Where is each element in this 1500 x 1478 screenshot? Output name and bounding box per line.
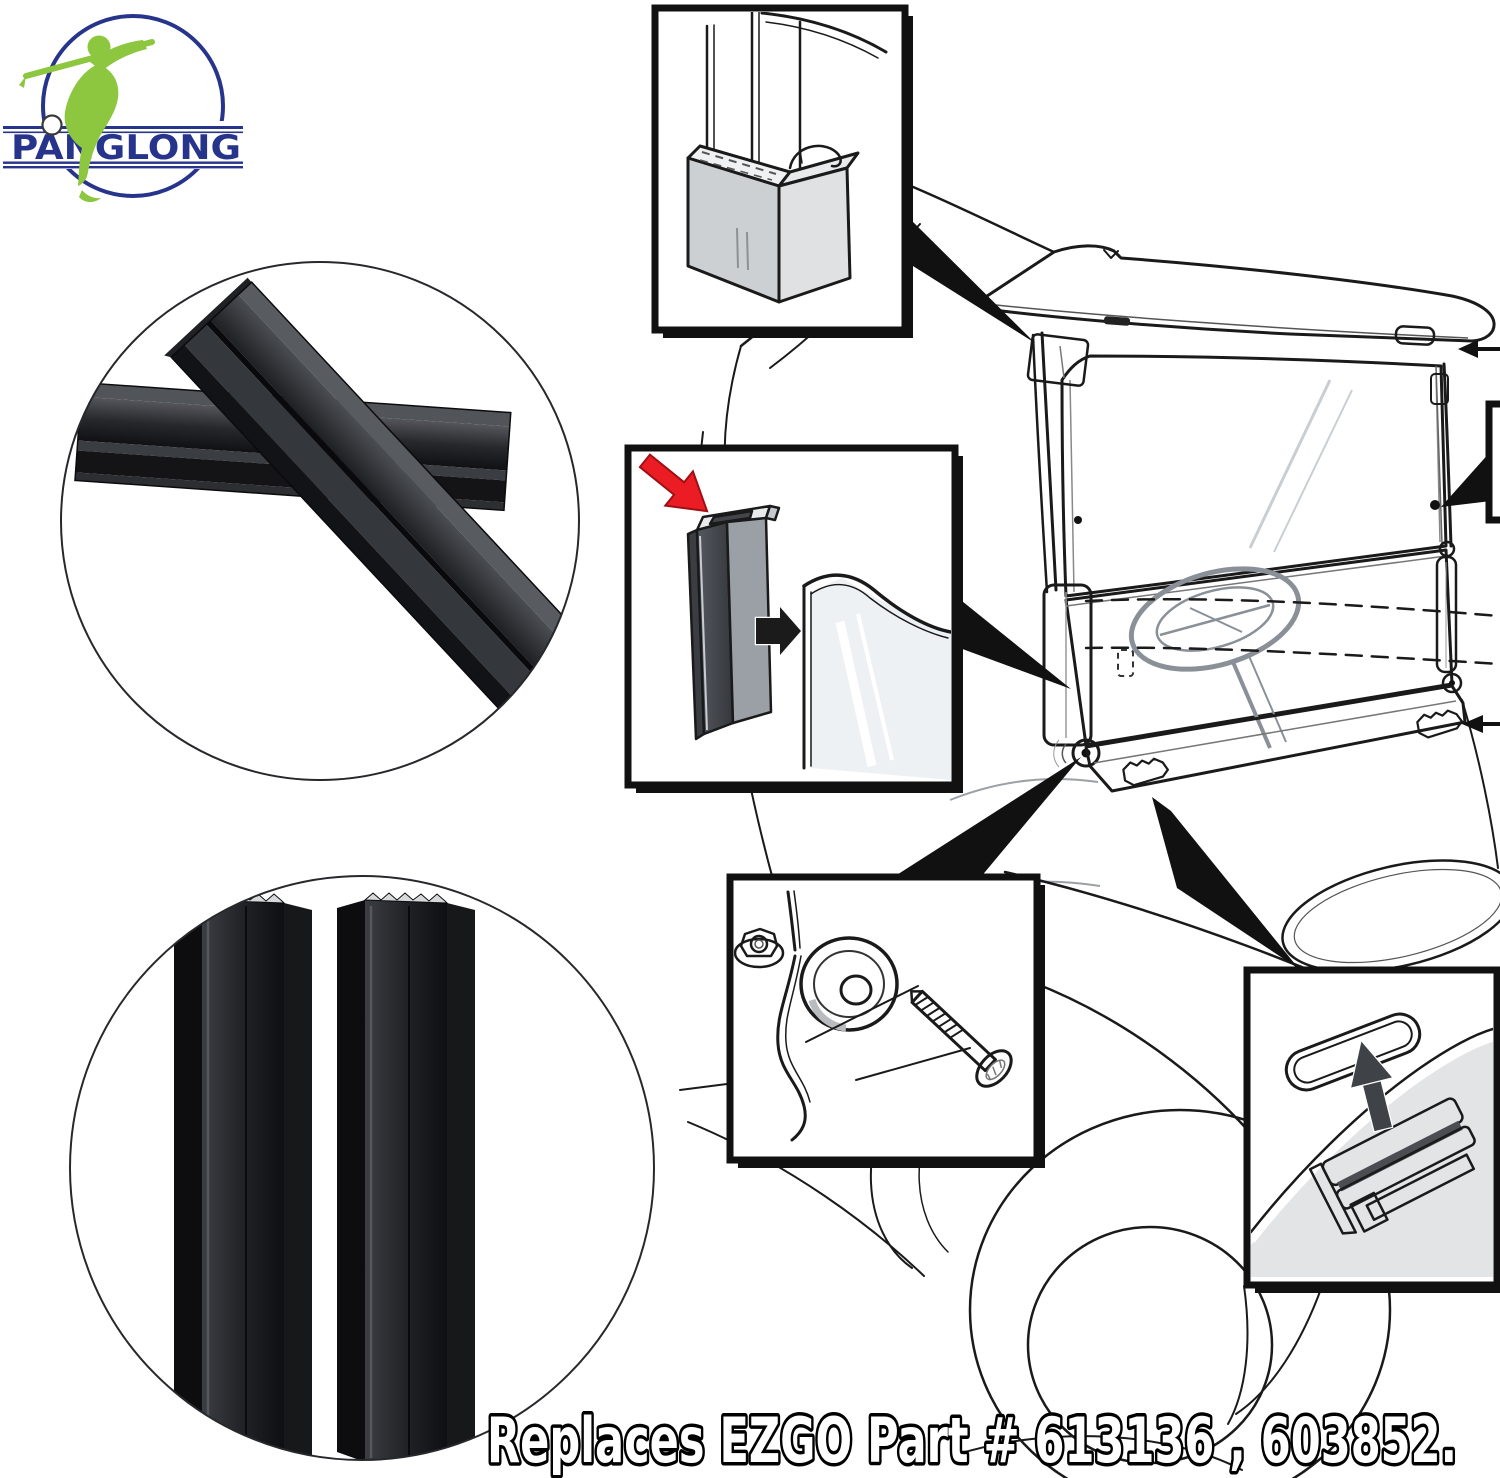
hinge-channel-right	[1435, 555, 1458, 674]
logo-golfer-swing-icon	[19, 35, 155, 203]
left-arrow-middle-icon	[1462, 715, 1500, 733]
product-photo-clips-crossed	[60, 261, 580, 781]
hinge-channel-left	[1042, 583, 1093, 747]
dash-bin-oval	[1281, 859, 1500, 973]
red-install-arrow-icon	[638, 453, 709, 513]
left-arrow-top-icon	[1458, 340, 1500, 358]
callout-hinge-hardware	[726, 873, 1045, 1168]
cart-roof	[976, 244, 1496, 343]
windshield-bottom-rail	[1084, 684, 1467, 793]
hinge-bolt	[910, 989, 1013, 1088]
clip-upright-right	[337, 892, 475, 1460]
roof-retainer-clip	[1394, 325, 1436, 346]
pointer-wedge-right-edge	[1441, 451, 1491, 507]
front-wheel	[968, 1108, 1392, 1478]
callout-pointers	[892, 214, 1500, 969]
washer-grommet	[799, 936, 899, 1032]
steering-wheel	[1128, 566, 1302, 749]
callout-cowl-clip-install	[1243, 966, 1500, 1293]
side-clip-on-cart	[1430, 373, 1449, 405]
windshield-upper-pane	[1060, 354, 1448, 598]
caption-part-numbers: Replaces EZGO Part # 613136 , 603852.	[487, 1404, 1457, 1477]
cowl-panel-section	[1251, 1041, 1493, 1277]
product-photo-clips-upright	[69, 875, 655, 1461]
cowl-clip-right	[1416, 709, 1463, 739]
corner-clip-illustration	[686, 144, 860, 304]
pointer-wedge-middle	[957, 597, 1071, 689]
callout-side-clip-install	[624, 444, 963, 793]
cowl-clip-left	[1122, 757, 1169, 787]
pointer-wedge-top	[905, 214, 1035, 343]
logo-circle	[41, 14, 225, 198]
black-insert-arrow-icon	[754, 603, 803, 659]
up-insert-arrow-icon	[1349, 1038, 1395, 1133]
logo-wordmark: PANGLONG	[11, 128, 241, 168]
flange-nut	[734, 927, 785, 969]
logo-golf-ball-icon	[41, 114, 63, 136]
pointer-wedge-cowl	[1152, 797, 1299, 969]
brand-logo: PANGLONG	[0, 14, 254, 203]
slot-clip-illustration	[1308, 1097, 1476, 1235]
callout-partial-right	[1485, 400, 1500, 524]
callout-corner-clip	[651, 4, 913, 338]
pointer-wedge-bolt	[892, 757, 1081, 878]
corner-clip-on-cart	[1026, 333, 1090, 387]
clip-upright-left	[174, 892, 312, 1460]
